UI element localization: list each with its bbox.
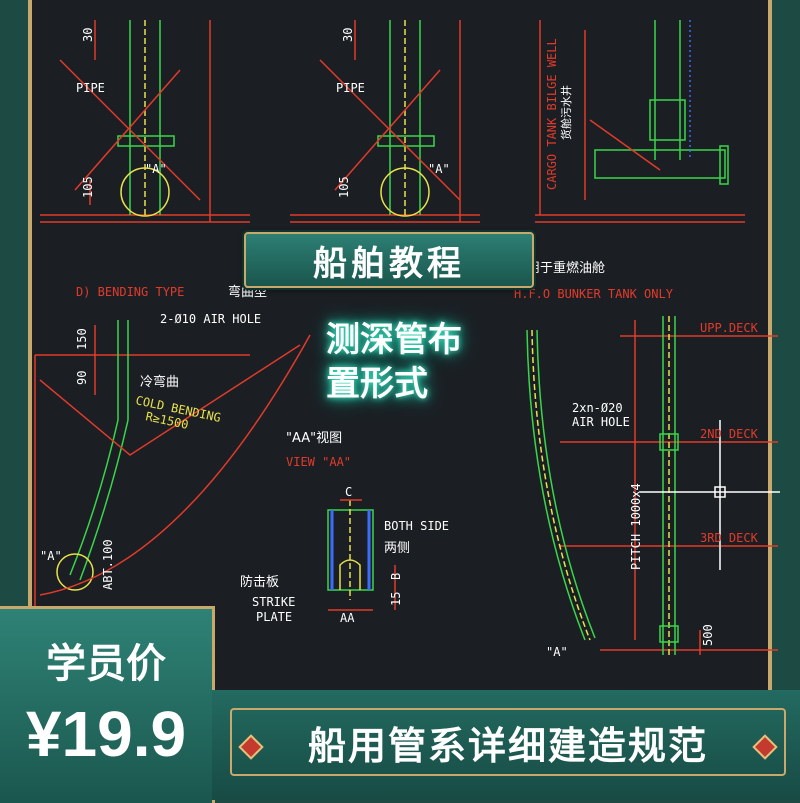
cargo-tank-label: CARGO TANK BILGE WELL <box>545 38 559 190</box>
dim-105-middle: 105 <box>337 176 351 198</box>
second-deck-label: 2ND DECK <box>700 427 759 441</box>
price-box: 学员价 ¥19.9 <box>0 606 215 803</box>
hfo-bunker-detail <box>526 316 780 655</box>
dim-90: 90 <box>75 371 89 385</box>
cargo-tank-cn: 货舱污水井 <box>559 85 573 140</box>
view-aa-detail <box>327 499 396 611</box>
bending-type-cn: 弯曲型 <box>228 284 267 300</box>
glow-heading: 测深管布 置形式 <box>326 318 516 406</box>
dim-30-middle: 30 <box>341 28 355 42</box>
upp-deck-label: UPP.DECK <box>700 321 759 335</box>
pipe-label-left: PIPE <box>76 81 105 95</box>
glow-heading-line2: 置形式 <box>326 364 428 404</box>
top-left-detail <box>40 20 250 223</box>
view-a-label-middle: "A" <box>428 162 450 176</box>
top-right-detail <box>535 20 745 223</box>
air-hole-right-b: AIR HOLE <box>572 415 630 429</box>
cad-canvas <box>32 0 768 782</box>
abt-100: ABT.100 <box>101 539 115 590</box>
strike-label: STRIKE <box>252 595 295 609</box>
view-a-label-left: "A" <box>145 162 167 176</box>
course-title: 船舶教程 <box>313 243 465 284</box>
air-hole-left: 2-Ø10 AIR HOLE <box>160 312 261 326</box>
cold-bending-cn: 冷弯曲 <box>140 374 179 390</box>
price-value: ¥19.9 <box>25 698 187 770</box>
bending-type-label: D) BENDING TYPE <box>76 285 184 299</box>
cad-labels: PIPE PIPE "A" "A" 30 30 105 105 CARGO TA… <box>40 28 759 659</box>
view-a-bending: "A" <box>40 549 62 563</box>
pipe-label-middle: PIPE <box>336 81 365 95</box>
footer-frame: 船用管系详细建造规范 <box>230 708 786 776</box>
third-deck-label: 3RD DECK <box>700 531 759 545</box>
pitch-label: PITCH 1000x4 <box>629 483 643 570</box>
both-side-cn: 两侧 <box>384 541 410 556</box>
air-hole-right-a: 2xn-Ø20 <box>572 401 623 415</box>
glow-heading-line1: 测深管布 <box>326 320 462 360</box>
course-title-banner: 船舶教程 <box>244 232 534 288</box>
dim-150: 150 <box>75 328 89 350</box>
bending-type-detail <box>34 320 311 610</box>
footer-title: 船用管系详细建造规范 <box>307 723 708 768</box>
c-dim: C <box>345 485 352 499</box>
hfo-only-cn: 仅用于重燃油舱 <box>514 260 605 276</box>
right-diamond-icon <box>752 734 778 760</box>
dim-30-left: 30 <box>81 28 95 42</box>
hfo-bunker-label: H.F.O BUNKER TANK ONLY <box>514 287 674 301</box>
dim-500: 500 <box>701 624 715 646</box>
b-dim: B <box>389 573 403 580</box>
price-label: 学员价 <box>46 641 166 687</box>
dim-15: 15 <box>389 592 403 606</box>
footer-bar: 船用管系详细建造规范 <box>212 690 800 800</box>
top-middle-detail <box>290 20 480 223</box>
left-diamond-icon <box>238 734 264 760</box>
both-side-label: BOTH SIDE <box>384 519 449 533</box>
view-aa-label: VIEW "AA" <box>286 455 351 469</box>
aa-dim: AA <box>340 611 355 625</box>
strike-plate-cn: 防击板 <box>240 574 279 590</box>
view-a-hfo: "A" <box>546 645 568 659</box>
plate-label: PLATE <box>256 610 292 624</box>
dim-105-left: 105 <box>81 176 95 198</box>
view-aa-cn: "AA"视图 <box>286 431 342 446</box>
